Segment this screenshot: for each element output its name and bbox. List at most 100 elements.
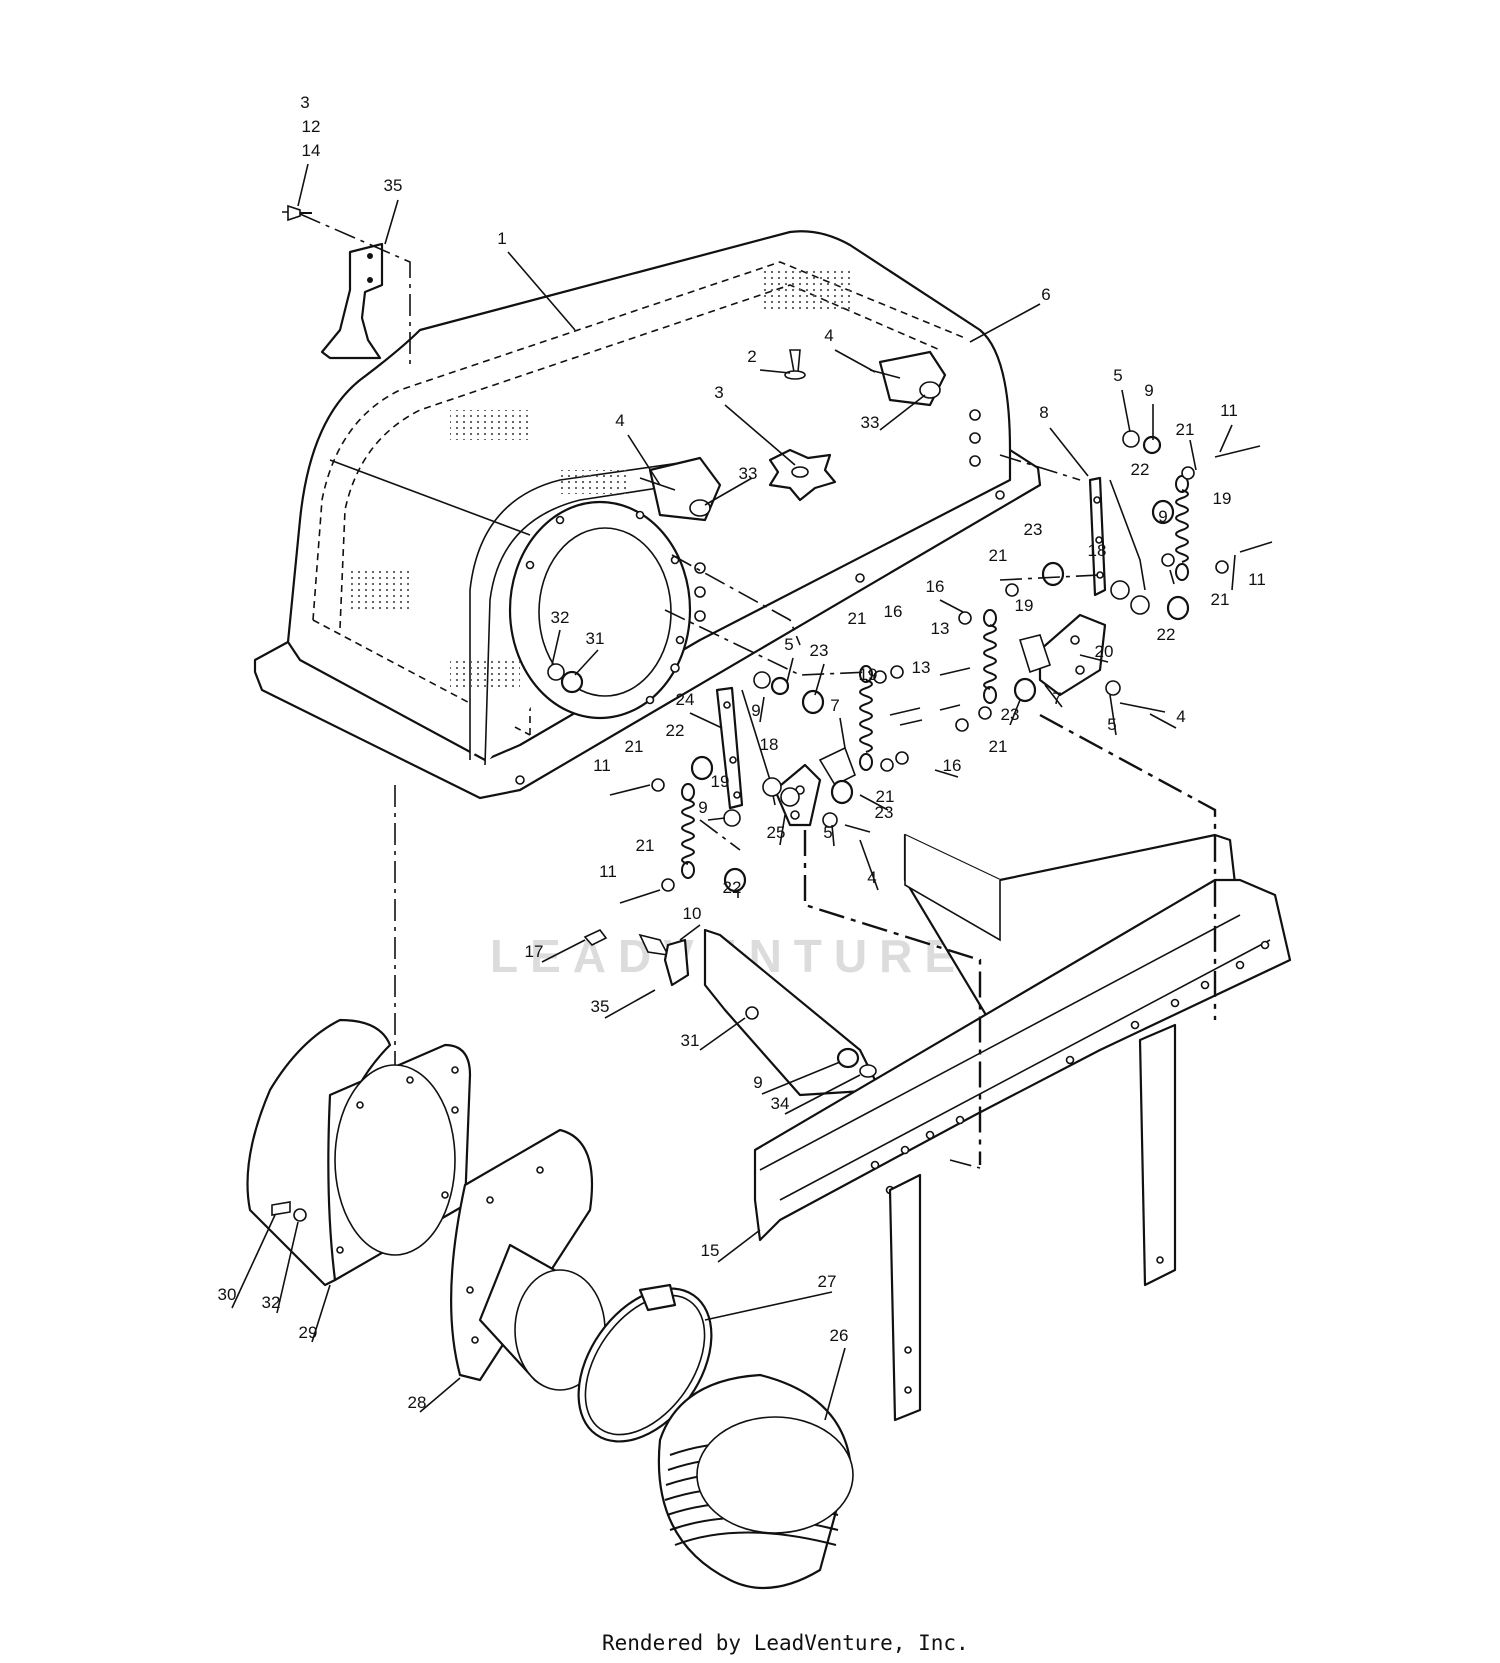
callout-4: 4 (1176, 707, 1185, 726)
callout-18: 18 (1088, 541, 1107, 560)
flexible-hose (657, 1373, 854, 1590)
left-lower-spring (681, 783, 695, 879)
callout-31: 31 (586, 629, 605, 648)
left-upper-spring (859, 665, 873, 771)
nut-washer-on-housing (547, 663, 584, 694)
callout-13: 13 (912, 658, 931, 677)
callout-1: 1 (497, 229, 506, 248)
callout-35: 35 (384, 176, 403, 195)
footer-credit: Rendered by LeadVenture, Inc. (602, 1631, 969, 1655)
callout-21: 21 (1211, 590, 1230, 609)
callout-11: 11 (599, 862, 617, 881)
small-hardware (583, 929, 877, 1078)
callout-16: 16 (943, 756, 962, 775)
callout-22: 22 (1157, 625, 1176, 644)
callout-16: 16 (926, 577, 945, 596)
callout-16: 16 (884, 602, 903, 621)
right-bolts (939, 445, 1273, 713)
callout-5: 5 (1107, 715, 1116, 734)
callout-19: 19 (711, 772, 730, 791)
callout-9: 9 (753, 1073, 762, 1092)
callout-5: 5 (1113, 366, 1122, 385)
perforation-patches (350, 270, 850, 690)
callout-27: 27 (818, 1272, 837, 1291)
callout-18: 18 (760, 735, 779, 754)
right-mid-spring (983, 609, 997, 704)
callout-14: 14 (302, 141, 321, 160)
callout-11: 11 (1248, 570, 1266, 589)
callout-19: 19 (1015, 596, 1034, 615)
flange-holes (515, 490, 1005, 785)
callout-23: 23 (1024, 520, 1043, 539)
callout-4: 4 (867, 868, 876, 887)
discharge-elbow (246, 1018, 472, 1287)
callout-23: 23 (810, 641, 829, 660)
callout-23: 23 (875, 803, 894, 822)
callout-9: 9 (698, 798, 707, 817)
callout-21: 21 (876, 787, 895, 806)
hose-clamp (577, 1283, 713, 1443)
callout-2: 2 (747, 347, 756, 366)
right-bushings (955, 430, 1229, 732)
callout-9: 9 (1144, 381, 1153, 400)
callout-3: 3 (714, 383, 723, 402)
callout-30: 30 (218, 1285, 237, 1304)
left-pivot-plate (715, 686, 744, 810)
callout-leaders (231, 163, 1236, 1421)
left-bolts (609, 707, 923, 904)
hinge-bracket-front (639, 456, 722, 522)
right-upper-spring (1175, 475, 1189, 581)
callout-31: 31 (681, 1031, 700, 1050)
star-washer (768, 448, 837, 502)
callout-35: 35 (591, 997, 610, 1016)
callout-22: 22 (723, 878, 742, 897)
callout-6: 6 (1041, 285, 1050, 304)
rear-leg (1138, 1023, 1177, 1287)
callout-3: 3 (300, 93, 309, 112)
hinge-bracket-rear (869, 350, 947, 407)
callout-10: 10 (683, 904, 702, 923)
right-pivot-bracket (1018, 613, 1107, 697)
adapter-bolt-holes (466, 1166, 544, 1344)
front-frame-bracket (703, 928, 882, 1097)
callout-11: 11 (593, 756, 611, 775)
callout-19: 19 (1213, 489, 1232, 508)
callout-21: 21 (989, 546, 1008, 565)
callout-22: 22 (1131, 460, 1150, 479)
latch-bracket (282, 211, 411, 370)
opening-bolt-holes (525, 510, 685, 705)
callout-33: 33 (861, 413, 880, 432)
callout-11: 11 (1220, 401, 1238, 420)
callout-4: 4 (824, 326, 833, 345)
callout-34: 34 (771, 1094, 790, 1113)
left-bushings (651, 665, 909, 893)
callout-7: 7 (1052, 689, 1061, 708)
callout-21: 21 (989, 737, 1008, 756)
callout-5: 5 (784, 635, 793, 654)
blower-housing (253, 230, 1042, 800)
callout-21: 21 (1176, 420, 1195, 439)
callout-21: 21 (625, 737, 644, 756)
elbow-bolt-holes (336, 1066, 459, 1254)
callout-15: 15 (701, 1241, 720, 1260)
callout-9: 9 (751, 701, 760, 720)
hose-adapter (450, 1128, 606, 1391)
right-pivot-plate (1088, 476, 1107, 597)
callout-21: 21 (636, 836, 655, 855)
callout-17: 17 (525, 942, 544, 961)
callout-28: 28 (408, 1393, 427, 1412)
callout-29: 29 (299, 1323, 318, 1342)
callout-12: 12 (302, 117, 321, 136)
callout-24: 24 (676, 690, 695, 709)
callout-19: 19 (859, 665, 878, 684)
callout-26: 26 (830, 1326, 849, 1345)
callout-8: 8 (1039, 403, 1048, 422)
callout-25: 25 (767, 823, 786, 842)
front-leg (888, 1173, 922, 1422)
callout-32: 32 (262, 1293, 281, 1312)
callout-7: 7 (830, 696, 839, 715)
callout-4: 4 (615, 411, 624, 430)
callout-33: 33 (739, 464, 758, 483)
